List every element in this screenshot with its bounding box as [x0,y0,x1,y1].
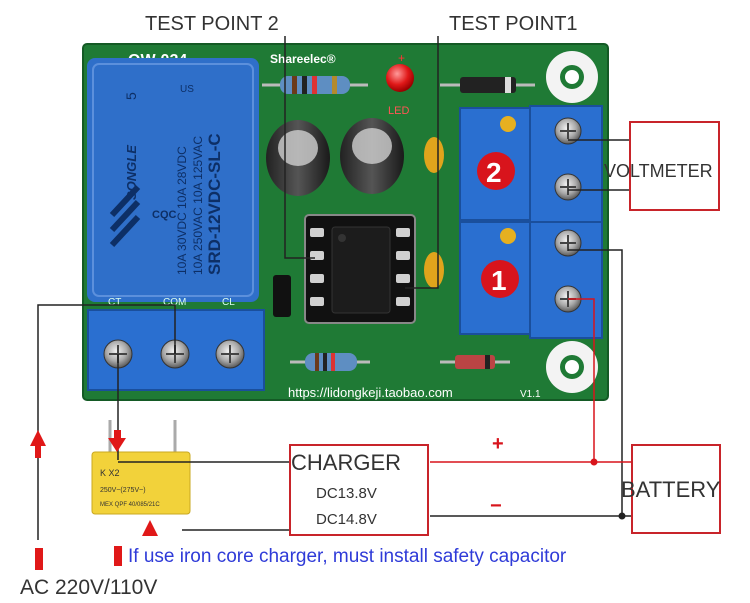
capacitor-line2: 250V~(275V~) [100,487,146,494]
junction-dot-red [590,458,598,466]
svg-text:2: 2 [486,157,502,188]
arrow-capacitor [108,430,126,452]
ceramic-caps [424,137,444,288]
relay-us-text: US [180,84,194,95]
terminal-label-ct: CT [108,297,121,308]
battery-label: BATTERY [621,477,721,502]
ic-chip [304,214,416,324]
test-point-1-label: TEST POINT1 [449,13,578,35]
marker-2: 2 [477,152,515,190]
arrow-warning [114,520,158,566]
board-brand-label: Shareelec® [270,52,336,66]
resistor-top [262,76,368,94]
mounting-hole-bottom [546,341,598,393]
electrolytic-capacitors [266,118,404,196]
zener-diode-bottom [440,355,510,369]
charger-voltage-1: DC13.8V [316,485,377,502]
voltmeter-box: VOLTMETER [604,121,720,211]
safety-capacitor: K X2 250V~(275V~) MEX QPF 40/085/21C [91,420,191,515]
terminal-label-com: COM [163,297,186,308]
relay-number-text: 5 [123,92,139,100]
led-plus-mark: + [398,51,405,65]
warning-text: If use iron core charger, must install s… [128,546,567,567]
capacitor-line3: MEX QPF 40/085/21C [100,502,160,508]
capacitor-line1: K X2 [100,468,120,478]
small-diode-left [273,275,291,317]
minus-label: − [490,495,502,517]
charger-voltage-2: DC14.8V [316,511,377,528]
relay-songle-logo-icon [109,184,141,248]
svg-text:1: 1 [491,265,507,296]
potentiometers [459,107,533,335]
resistor-bottom [290,353,370,371]
arrow-ac [30,430,46,570]
charger-box: CHARGER DC13.8V DC14.8V [289,444,429,536]
charger-label: CHARGER [291,450,401,475]
diode-top [440,77,535,93]
ac-voltage-label: AC 220V/110V [20,576,157,599]
board-url-label: https://lidongkeji.taobao.com [288,385,453,400]
wires [37,36,632,540]
terminal-block-bottom: CT COM CL [87,297,265,391]
battery-box: BATTERY [621,444,721,534]
terminal-block-right [529,105,603,339]
relay-cqc-mark: CQC [152,209,177,221]
led: + LED [386,51,414,117]
marker-1: 1 [481,260,519,298]
led-label: LED [388,105,409,117]
plus-label: + [492,433,504,455]
junction-dot-black [618,512,626,520]
voltmeter-label: VOLTMETER [604,161,713,181]
test-point-2-label: TEST POINT 2 [145,13,279,35]
relay-model-text: SRD-12VDC-SL-C [205,133,224,275]
relay: SRD-12VDC-SL-C 10A 250VAC 10A 125VAC 10A… [87,58,259,302]
relay-rating-line2: 10A 30VDC 10A 28VDC [175,146,189,275]
terminal-label-cl: CL [222,297,235,308]
board-version-label: V1.1 [520,389,541,400]
mounting-hole-top [546,51,598,103]
red-wires [430,298,632,463]
relay-rating-line1: 10A 250VAC 10A 125VAC [191,136,205,275]
